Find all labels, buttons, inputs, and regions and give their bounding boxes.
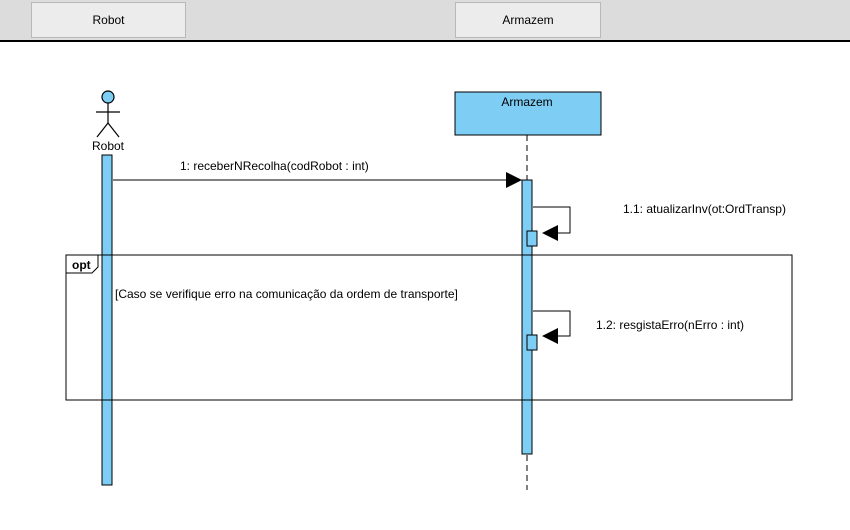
opt-fragment[interactable]: opt [Caso se verifique erro na comunicaç…	[65, 254, 793, 401]
message-label: 1: receberNRecolha(codRobot : int)	[180, 159, 369, 173]
lifeline-header-bar: Robot Armazem	[0, 0, 850, 42]
fragment-frame	[65, 254, 793, 401]
message-label: 1.1: atualizarInv(ot:OrdTransp)	[623, 202, 786, 216]
message-label: 1.2: resgistaErro(nErro : int)	[596, 318, 744, 332]
message-1-2-self-call[interactable]: 1.2: resgistaErro(nErro : int)	[526, 310, 744, 351]
message-1[interactable]: 1: receberNRecolha(codRobot : int)	[113, 159, 522, 188]
fragment-operator: opt	[72, 258, 91, 272]
object-armazem[interactable]: Armazem	[454, 91, 602, 136]
fragment-guard: [Caso se verifique erro na comunicação d…	[115, 287, 458, 301]
message-1-1-self-call[interactable]: 1.1: atualizarInv(ot:OrdTransp)	[526, 202, 786, 247]
activation-bar-nested	[526, 230, 538, 247]
activation-bar-armazem	[521, 179, 533, 455]
activation-bar-robot	[101, 154, 113, 486]
object-name: Armazem	[501, 95, 552, 109]
actor-robot[interactable]: Robot	[92, 90, 125, 153]
activation-bar-nested	[526, 334, 538, 351]
header-tab-robot[interactable]: Robot	[31, 2, 186, 38]
actor-name: Robot	[92, 139, 125, 153]
header-tab-label: Robot	[92, 13, 125, 27]
stick-figure-icon	[96, 90, 120, 138]
header-tab-label: Armazem	[502, 13, 554, 27]
fragment-operator-tab	[65, 254, 99, 274]
header-tab-armazem[interactable]: Armazem	[455, 2, 601, 38]
